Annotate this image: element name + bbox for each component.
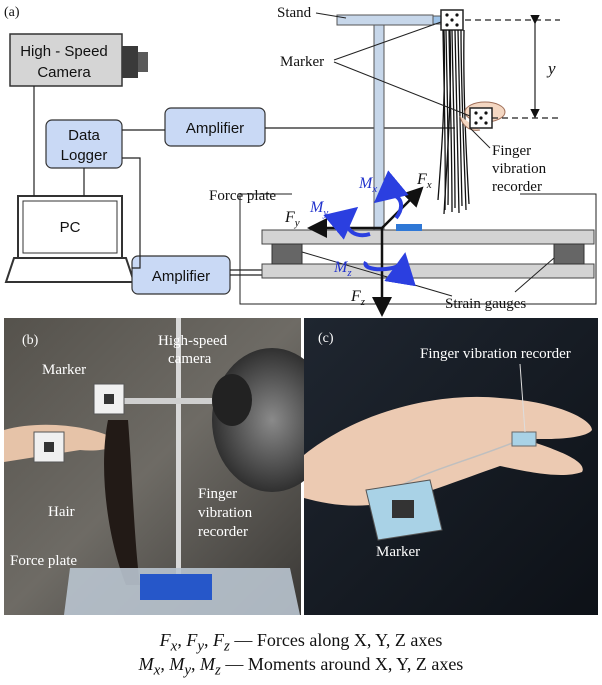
strain-gauge-right — [553, 243, 585, 265]
panel-b-recorder-line1: Finger — [198, 486, 237, 502]
panel-c-photo: (c) Finger vibration recorder Marker — [304, 318, 598, 615]
fy-label: Fy — [284, 209, 300, 229]
finger-recorder-label-line2: vibration — [492, 161, 547, 177]
amplifier-top-box: Amplifier — [164, 107, 266, 147]
data-logger-box: Data Logger — [45, 119, 123, 169]
legend-forces: Fx, Fy, Fz — Forces along X, Y, Z axes — [159, 630, 443, 655]
data-logger-line2: Logger — [61, 147, 108, 164]
pc-label: PC — [60, 219, 81, 236]
panel-b-marker-label: Marker — [42, 362, 86, 378]
mz-arc — [363, 252, 416, 287]
mz-label: Mz — [333, 259, 352, 279]
force-plate-label: Force plate — [209, 188, 276, 204]
legend-moments: Mx, My, Mz — Moments around X, Y, Z axes — [138, 654, 464, 679]
camera-box: High - Speed Camera — [9, 33, 148, 87]
panel-a-tag: (a) — [4, 5, 20, 20]
camera-label-line1: High - Speed — [20, 43, 108, 60]
amplifier-top-label: Amplifier — [186, 120, 244, 137]
camera-label-line2: Camera — [37, 64, 91, 81]
panel-b-force-plate-label: Force plate — [10, 553, 77, 569]
top-marker — [440, 9, 464, 31]
strain-gauge-left — [271, 243, 303, 265]
mx-arc — [373, 170, 409, 220]
panel-b-recorder-line3: recorder — [198, 524, 248, 540]
panel-b-hair-label: Hair — [48, 504, 75, 520]
marker-label: Marker — [280, 54, 324, 70]
panel-b-camera-label-line1: High-speed — [158, 333, 228, 349]
my-label: My — [309, 199, 328, 219]
amplifier-bottom-box: Amplifier — [131, 255, 231, 295]
stand-label: Stand — [277, 5, 312, 21]
panel-b-tag: (b) — [22, 333, 39, 348]
data-logger-line1: Data — [68, 127, 100, 144]
finger-recorder-label-line3: recorder — [492, 179, 542, 195]
force-plate-bottom — [261, 263, 595, 279]
panel-b-camera-label-line2: camera — [168, 351, 212, 367]
mx-label: Mx — [358, 175, 377, 195]
fz-label: Fz — [350, 288, 366, 308]
amplifier-bottom-label: Amplifier — [152, 268, 210, 285]
panel-b-recorder-line2: vibration — [198, 505, 253, 521]
wires — [33, 86, 455, 276]
finger-recorder-label-line1: Finger — [492, 143, 531, 159]
panel-c-recorder-label: Finger vibration recorder — [420, 346, 571, 362]
finger-illustration — [459, 101, 506, 131]
y-dimension-label: y — [546, 59, 556, 78]
panel-a: (a) High - Speed Camera Data Logger Ampl… — [4, 5, 597, 317]
panel-c-tag: (c) — [318, 331, 334, 346]
stand-base — [396, 224, 422, 231]
panel-b-photo: (b) Marker High-speed camera Hair Finger… — [4, 318, 332, 615]
panel-c-marker-label: Marker — [376, 544, 420, 560]
stand — [336, 14, 442, 231]
my-arc — [323, 206, 371, 240]
pc-icon: PC — [4, 195, 136, 283]
strain-gauges-label: Strain gauges — [445, 296, 526, 312]
fx-label: Fx — [416, 171, 432, 191]
force-plate-top — [261, 229, 595, 245]
